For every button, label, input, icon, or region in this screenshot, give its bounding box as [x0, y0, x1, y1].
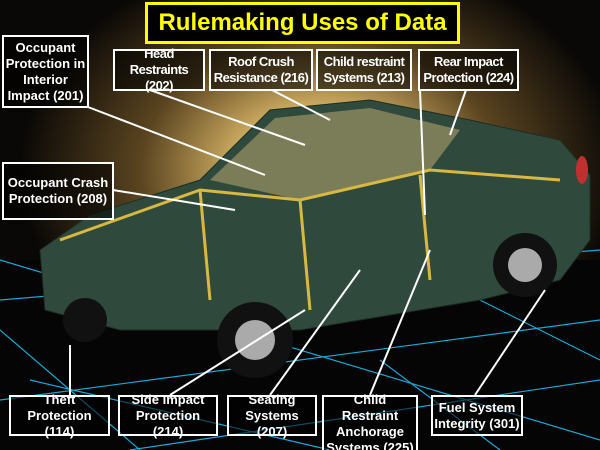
label-child-restraint-systems: Child restraint Systems (213): [316, 49, 412, 91]
label-head-restraints: Head Restraints (202): [113, 46, 205, 93]
label-occupant-crash: Occupant Crash Protection (208): [2, 162, 114, 220]
label-side-impact: Side Impact Protection (214): [118, 392, 218, 439]
slide-title: Rulemaking Uses of Data: [145, 2, 460, 44]
label-rear-impact: Rear Impact Protection (224): [418, 49, 519, 91]
wheels: [63, 233, 557, 378]
label-interior-impact: Occupant Protection in Interior Impact (…: [2, 35, 89, 108]
label-anchorage: Child Restraint Anchorage Systems (225): [322, 392, 418, 450]
car-body: [39, 99, 591, 331]
pointer-lines: [69, 89, 546, 396]
car-frame: [59, 168, 561, 311]
label-seating: Seating Systems (207): [227, 392, 317, 439]
label-fuel-system: Fuel System Integrity (301): [431, 395, 523, 436]
taillight: [576, 156, 588, 184]
label-theft: Theft Protection (114): [9, 392, 110, 439]
label-roof-crush: Roof Crush Resistance (216): [209, 49, 313, 91]
